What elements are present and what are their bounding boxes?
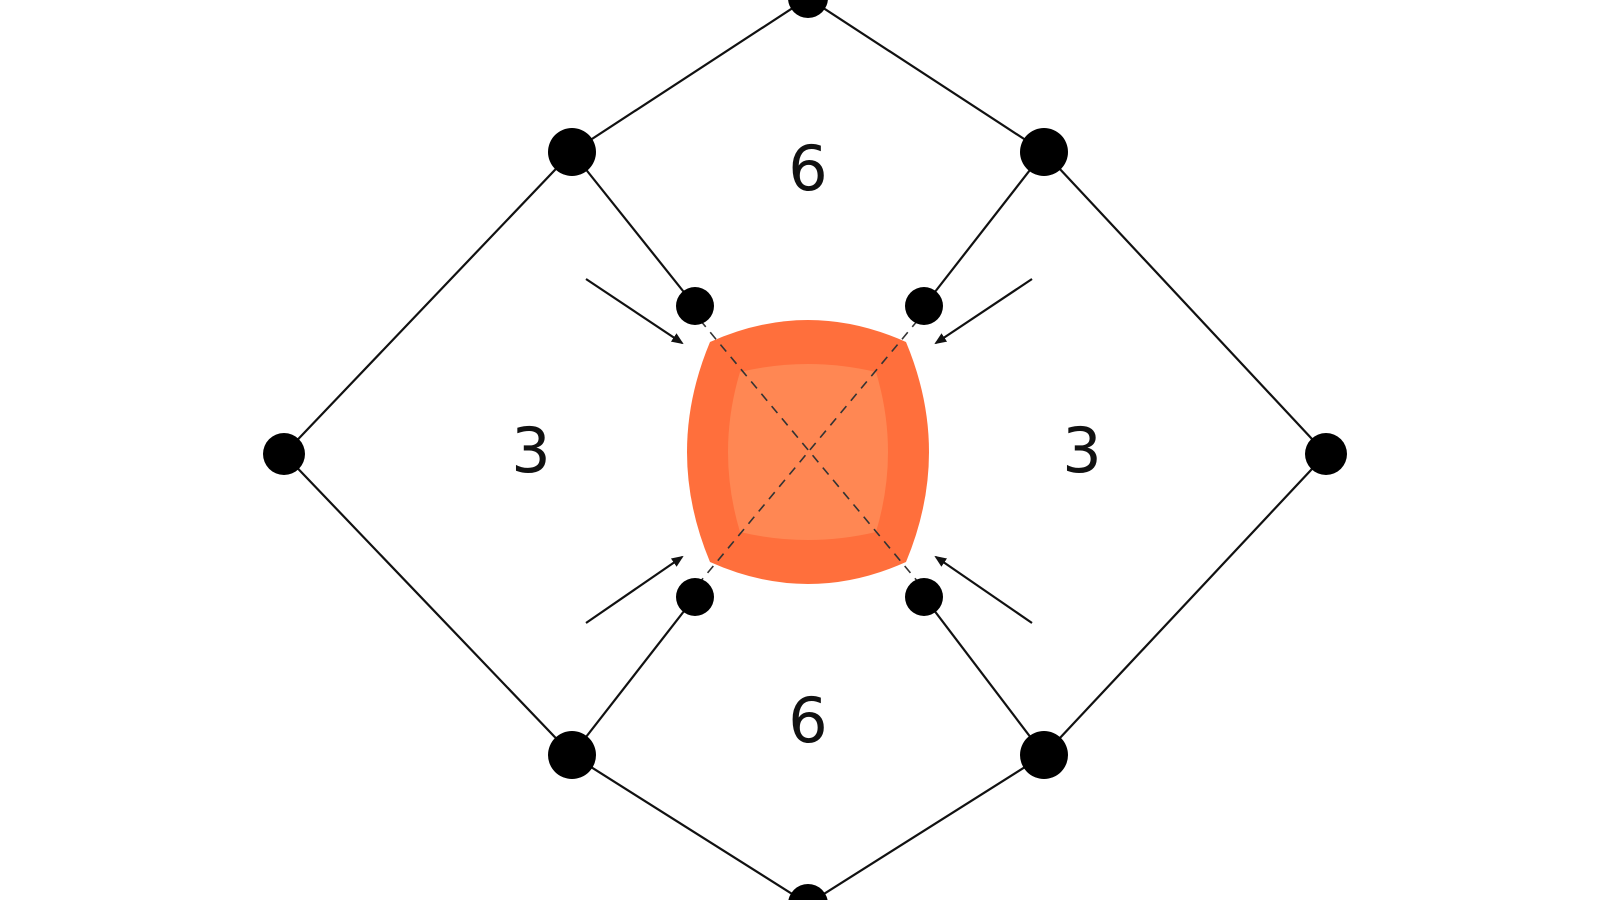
region-labels: 6 6 3 3 xyxy=(511,132,1101,757)
node-lower-left xyxy=(548,731,596,779)
edge-bottom-right xyxy=(812,754,1045,900)
edge-upper-left xyxy=(283,151,573,455)
edge-top-right xyxy=(809,0,1045,153)
spoke-bottom-left xyxy=(571,596,696,756)
label-right-region: 3 xyxy=(1062,414,1101,487)
arrow-upper-right xyxy=(934,278,1033,345)
node-right xyxy=(1305,433,1347,475)
node-inner-bottom-right xyxy=(905,578,943,616)
node-inner-top-right xyxy=(905,287,943,325)
diagonal-tr-bl xyxy=(699,319,919,583)
node-inner-top-left xyxy=(676,287,714,325)
label-left-region: 3 xyxy=(511,414,550,487)
node-inner-bottom-left xyxy=(676,578,714,616)
spoke-top-right xyxy=(923,151,1045,307)
node-bottom xyxy=(788,884,828,900)
arrow-lower-right xyxy=(934,555,1033,624)
gem-diagonals xyxy=(699,319,919,583)
edge-lower-left xyxy=(283,453,573,756)
edge-top-left xyxy=(571,0,807,153)
label-top-region: 6 xyxy=(788,132,827,205)
edge-upper-right xyxy=(1043,151,1327,455)
arrow-lower-left xyxy=(585,555,684,624)
label-bottom-region: 6 xyxy=(788,684,827,757)
edge-lower-right xyxy=(1043,453,1327,756)
node-left xyxy=(263,433,305,475)
diagonal-tl-br xyxy=(699,319,919,583)
node-upper-right xyxy=(1020,128,1068,176)
gem-table-facet xyxy=(728,364,888,540)
spokes xyxy=(571,151,1045,756)
spoke-top-left xyxy=(571,151,696,307)
node-upper-left xyxy=(548,128,596,176)
arrows xyxy=(585,278,1033,624)
nodes xyxy=(263,0,1347,900)
arrow-upper-left xyxy=(585,278,684,345)
node-lower-right xyxy=(1020,731,1068,779)
node-top xyxy=(788,0,828,18)
outer-edges xyxy=(283,0,1327,900)
spoke-bottom-right xyxy=(923,596,1045,756)
edge-bottom-left xyxy=(571,754,804,900)
cushion-gem xyxy=(687,320,929,584)
